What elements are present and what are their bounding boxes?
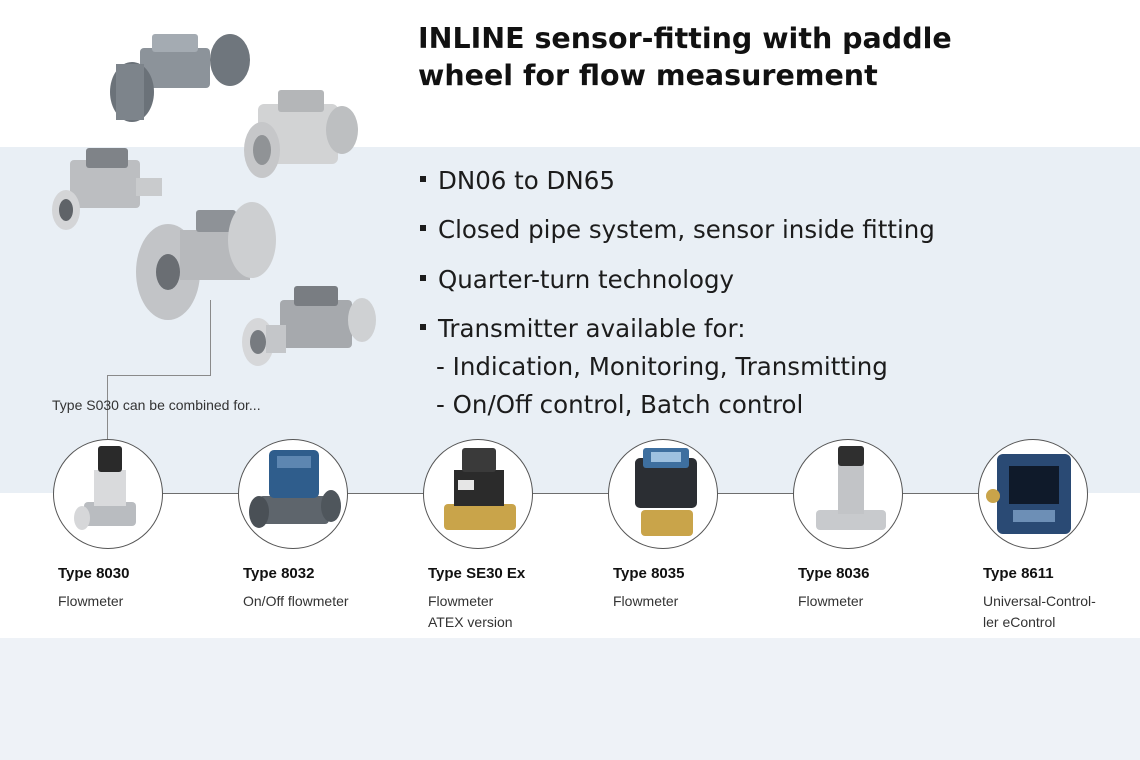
- flanged-fitting-image: [136, 202, 276, 320]
- product-type-se30ex: Type SE30 Ex: [428, 565, 526, 582]
- product-desc-8611: Universal-Control-ler eControl: [983, 593, 1096, 630]
- footer-band: [0, 638, 1140, 760]
- product-row-background: [0, 493, 1140, 638]
- connector-down: [107, 375, 108, 439]
- fittings-illustration: [52, 34, 376, 366]
- product-desc-8035: Flowmeter: [613, 593, 679, 609]
- feature-item: DN06 to DN65: [420, 166, 615, 195]
- feature-item: Transmitter available for:: [420, 314, 745, 343]
- bullet-square-icon: [420, 324, 426, 330]
- feature-item: Quarter-turn technology: [420, 265, 734, 294]
- feature-item: Closed pipe system, sensor inside fittin…: [420, 215, 935, 244]
- product-image-8035[interactable]: [608, 439, 718, 549]
- product-type-8032: Type 8032: [243, 565, 315, 582]
- product-image-8030[interactable]: [53, 439, 163, 549]
- pvc-fitting-image: [110, 34, 250, 122]
- steel-fitting-image-1: [244, 90, 358, 178]
- steel-fitting-image-2: [52, 148, 162, 230]
- title-line-2: wheel for flow measurement: [418, 59, 878, 92]
- page-title: INLINE sensor-fitting with paddle wheel …: [418, 20, 1118, 94]
- connector-vertical: [210, 300, 211, 375]
- background-band: [0, 147, 1140, 493]
- bullet-square-icon: [420, 275, 426, 281]
- title-line-1: INLINE sensor-fitting with paddle: [418, 22, 952, 55]
- feature-text: DN06 to DN65: [438, 166, 615, 195]
- feature-text: Quarter-turn technology: [438, 265, 735, 294]
- product-image-8032[interactable]: [238, 439, 348, 549]
- product-desc-8030: Flowmeter: [58, 593, 124, 609]
- bullet-square-icon: [420, 176, 426, 182]
- feature-text: Closed pipe system, sensor inside fittin…: [438, 215, 935, 244]
- product-image-8611[interactable]: [978, 439, 1088, 549]
- product-desc-8036: Flowmeter: [798, 593, 864, 609]
- clamp-fitting-image: [242, 286, 376, 366]
- connector-horizontal: [107, 375, 211, 376]
- product-type-8035: Type 8035: [613, 565, 685, 582]
- sub-feature-item: - Indication, Monitoring, Transmitting: [436, 352, 888, 381]
- product-type-8036: Type 8036: [798, 565, 870, 582]
- sub-feature-item: - On/Off control, Batch control: [436, 390, 804, 419]
- product-connector-line: [110, 493, 1035, 494]
- bullet-square-icon: [420, 225, 426, 231]
- product-type-8611: Type 8611: [983, 565, 1054, 582]
- product-desc-8032: On/Off flowmeter: [243, 593, 349, 609]
- combination-note: Type S030 can be combined for...: [52, 397, 261, 413]
- feature-text: Transmitter available for:: [438, 314, 746, 343]
- product-image-8036[interactable]: [793, 439, 903, 549]
- product-type-8030: Type 8030: [58, 565, 130, 582]
- product-image-se30ex[interactable]: [423, 439, 533, 549]
